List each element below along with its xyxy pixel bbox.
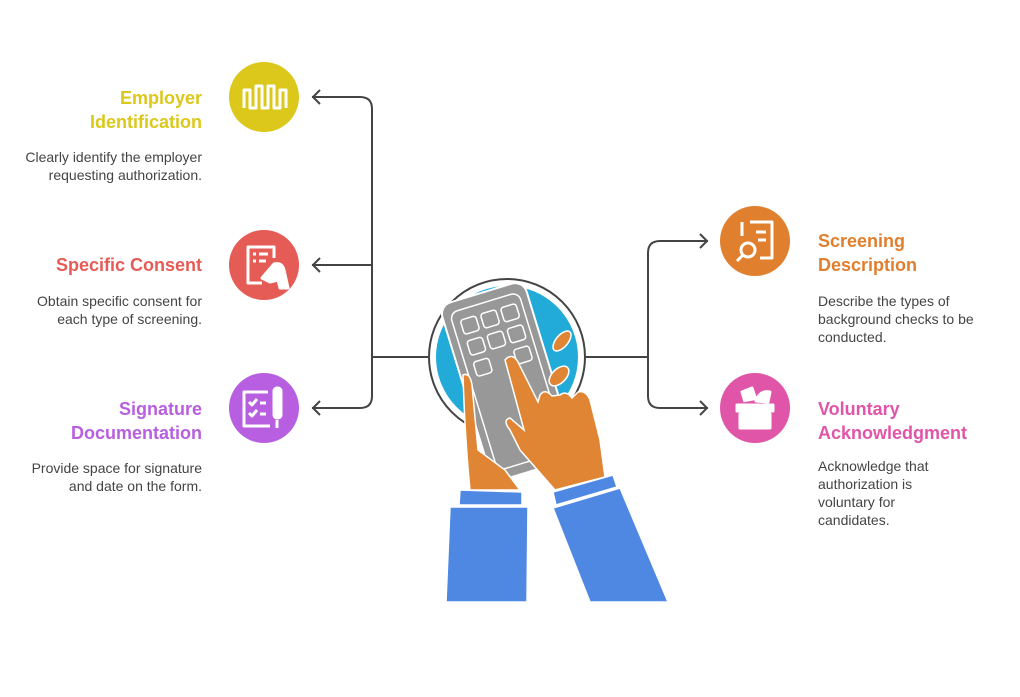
central-illustration bbox=[428, 278, 670, 603]
signature-documentation-desc: Provide space for signature and date on … bbox=[31, 460, 202, 494]
screening-description-title: Screening Description bbox=[818, 231, 918, 275]
specific-consent-title: Specific Consent bbox=[55, 255, 202, 275]
signature-documentation-title: Signature Documentation bbox=[70, 399, 202, 443]
connector-lines bbox=[311, 89, 709, 416]
screening-description-desc: Describe the types of background checks … bbox=[818, 293, 974, 345]
bar-wave-icon bbox=[242, 84, 288, 110]
document-search-icon bbox=[735, 220, 774, 263]
specific-consent-desc: Obtain specific consent for each type of… bbox=[37, 293, 202, 327]
voluntary-acknowledgment-title: Voluntary Acknowledgment bbox=[818, 399, 968, 443]
voluntary-acknowledgment-desc: Acknowledge that authorization is volunt… bbox=[818, 458, 929, 528]
ballot-box-icon bbox=[735, 386, 775, 430]
employer-identification-title: Employer Identification bbox=[90, 88, 202, 132]
checklist-pen-icon bbox=[242, 386, 283, 428]
signing-document-icon bbox=[246, 245, 290, 290]
employer-identification-desc: Clearly identify the employer requesting… bbox=[25, 149, 202, 183]
